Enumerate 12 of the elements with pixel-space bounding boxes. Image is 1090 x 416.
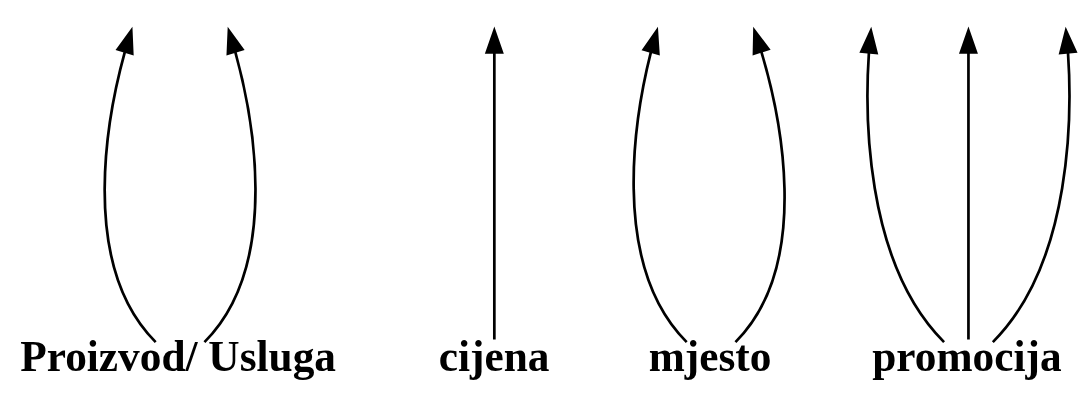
node-text: cijena xyxy=(438,332,550,381)
node-text: promocija xyxy=(872,332,1062,381)
arrow xyxy=(203,26,257,343)
arrow xyxy=(734,26,786,343)
arrow xyxy=(958,26,978,340)
arrow xyxy=(859,26,946,343)
arrow xyxy=(632,26,688,343)
arrow xyxy=(484,26,504,340)
arrow xyxy=(991,26,1078,343)
arrow xyxy=(103,26,157,343)
node-text: Proizvod/ Usluga xyxy=(20,332,336,381)
node-text: mjesto xyxy=(648,332,772,381)
